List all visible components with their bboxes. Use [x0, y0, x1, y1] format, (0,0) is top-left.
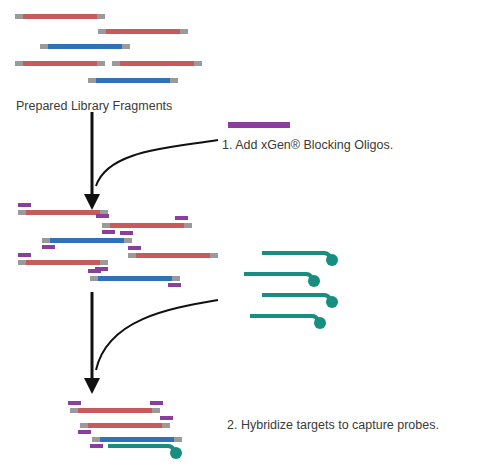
step-label: 1. Add xGen® Blocking Oligos. — [222, 138, 393, 153]
captured-fragments — [68, 401, 182, 459]
step-label: 2. Hybridize targets to capture probes. — [227, 418, 439, 433]
step-label: Prepared Library Fragments — [16, 99, 172, 114]
blocking-oligo — [228, 122, 290, 128]
capture-probes — [244, 253, 338, 329]
library-fragments — [15, 14, 202, 83]
step-arrow — [84, 292, 218, 394]
step-arrow — [84, 112, 218, 210]
blocked-fragments — [18, 203, 218, 287]
